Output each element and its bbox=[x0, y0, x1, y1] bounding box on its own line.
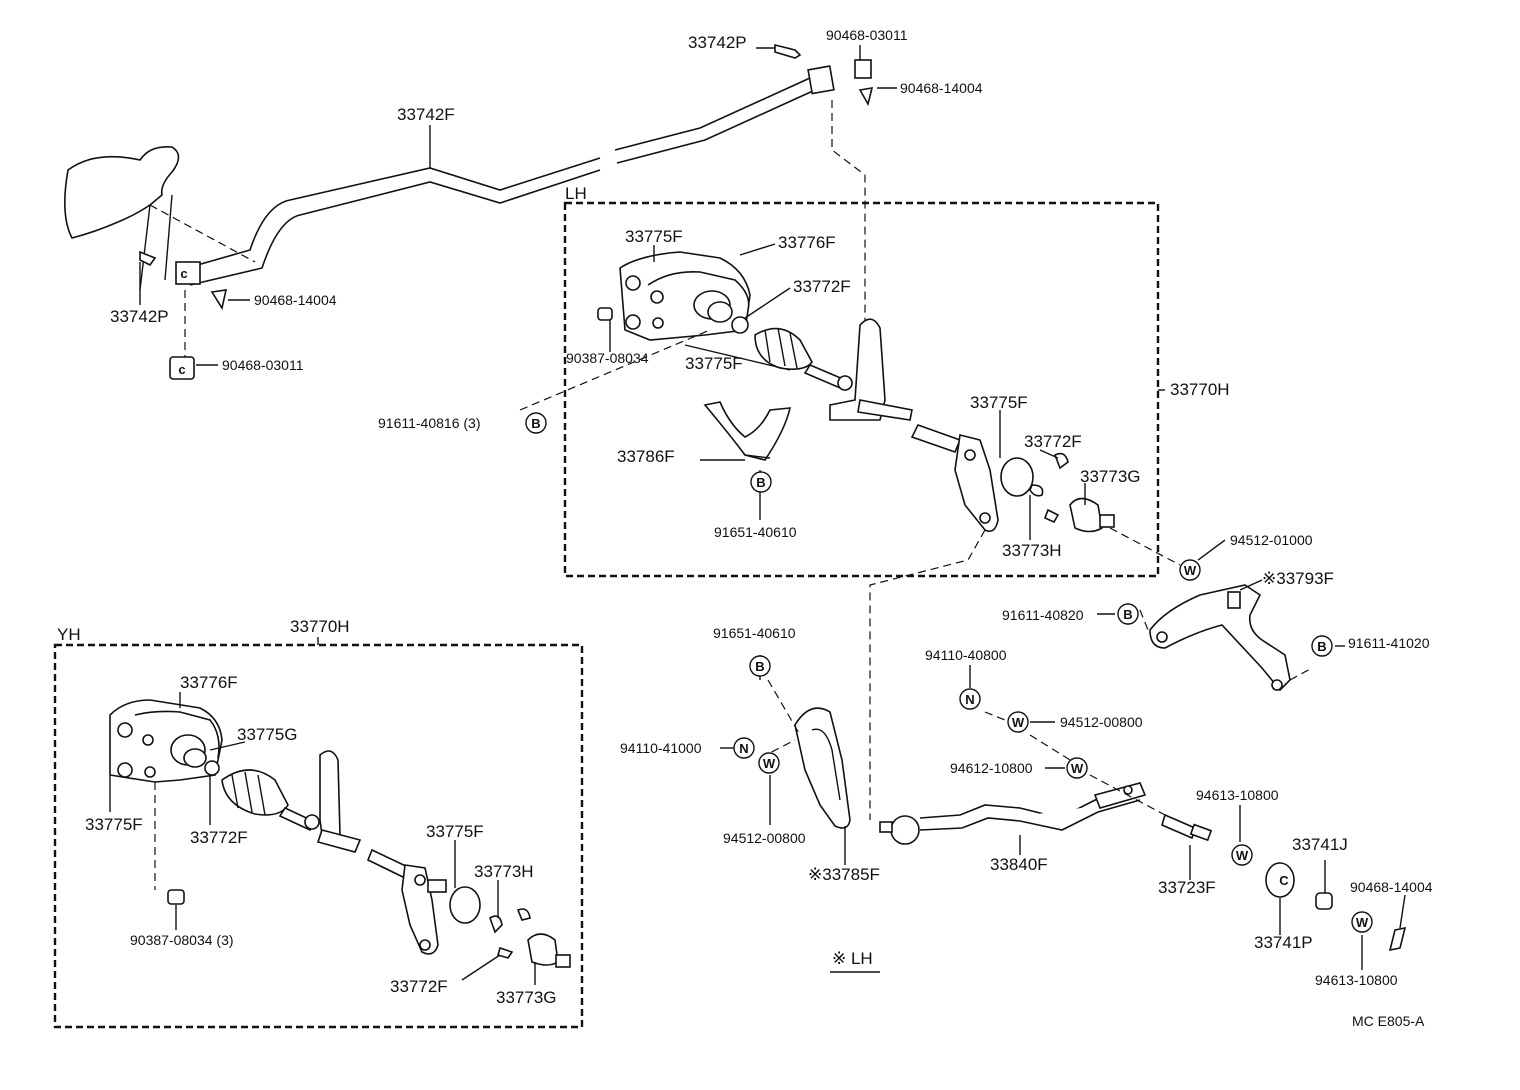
yh-parts bbox=[109, 699, 571, 968]
label-90468-14004-left: 90468-14004 bbox=[254, 292, 337, 308]
svg-text:W: W bbox=[1012, 715, 1025, 730]
callout-w-94613-10800-b: W bbox=[1351, 911, 1373, 933]
callout-b-91651-lh: B bbox=[750, 471, 772, 493]
label-94512-00800-m: 94512-00800 bbox=[723, 830, 806, 846]
label-90468-14004-r: 90468-14004 bbox=[1350, 879, 1433, 895]
label-91611-40820: 91611-40820 bbox=[1002, 607, 1084, 623]
label-yh-33773G: 33773G bbox=[496, 988, 557, 1007]
label-yh-33770H: 33770H bbox=[290, 617, 350, 636]
callout-n-94110-41000: N bbox=[733, 737, 755, 759]
label-33741P: 33741P bbox=[1254, 933, 1313, 952]
lh-leaders bbox=[519, 243, 1181, 820]
yh-leaders bbox=[109, 692, 536, 985]
label-33723F: 33723F bbox=[1158, 878, 1216, 897]
label-94110-40800: 94110-40800 bbox=[925, 647, 1007, 663]
label-lh-33775F-a: 33775F bbox=[625, 227, 683, 246]
callout-w-94612-10800: W bbox=[1066, 757, 1088, 779]
svg-text:B: B bbox=[531, 416, 540, 431]
svg-text:C: C bbox=[1279, 873, 1289, 888]
callout-n-94110-40800: N bbox=[959, 688, 981, 710]
callout-b-91611-40820: B bbox=[1117, 603, 1139, 625]
callout-b-91651-mid: B bbox=[749, 655, 771, 677]
callout-w-94512-01000: W bbox=[1179, 559, 1201, 581]
callout-b-91611-41020: B bbox=[1311, 635, 1333, 657]
label-94613-10800-a: 94613-10800 bbox=[1196, 787, 1279, 803]
top-small-parts: c bbox=[139, 43, 874, 380]
label-94110-41000: 94110-41000 bbox=[620, 740, 702, 756]
c-clip-glyph-2: c bbox=[178, 362, 185, 377]
svg-text:N: N bbox=[739, 741, 748, 756]
label-lh-33773G: 33773G bbox=[1080, 467, 1141, 486]
label-lh-33772F-a: 33772F bbox=[793, 277, 851, 296]
label-lh-33775F-b: 33775F bbox=[685, 354, 743, 373]
callout-w-94512-00800-m: W bbox=[758, 752, 780, 774]
right-leaders bbox=[720, 539, 1406, 970]
svg-text:W: W bbox=[1356, 915, 1369, 930]
callout-w-94613-10800-a: W bbox=[1231, 844, 1253, 866]
label-94612-10800: 94612-10800 bbox=[950, 760, 1033, 776]
label-33785F: ※33785F bbox=[808, 865, 880, 884]
callout-c-33741P: C bbox=[1279, 873, 1289, 888]
label-94512-01000: 94512-01000 bbox=[1230, 532, 1313, 548]
label-yh-33772F-a: 33772F bbox=[190, 828, 248, 847]
label-33742P-top: 33742P bbox=[688, 33, 747, 52]
label-91611-41020: 91611-41020 bbox=[1348, 635, 1430, 651]
lh-parts bbox=[597, 251, 1115, 533]
label-94512-00800-r: 94512-00800 bbox=[1060, 714, 1143, 730]
svg-text:W: W bbox=[1071, 761, 1084, 776]
yh-section-box bbox=[53, 643, 584, 1029]
lh-section-title: LH bbox=[565, 184, 587, 203]
label-lh-33775F-c: 33775F bbox=[970, 393, 1028, 412]
label-90468-03011-top: 90468-03011 bbox=[826, 27, 908, 43]
svg-text:N: N bbox=[965, 692, 974, 707]
doc-code: MC E805-A bbox=[1352, 1013, 1425, 1029]
label-33742F: 33742F bbox=[397, 105, 455, 124]
label-yh-33772F-b: 33772F bbox=[390, 977, 448, 996]
label-33742P-left: 33742P bbox=[110, 307, 169, 326]
label-yh-33773H: 33773H bbox=[474, 862, 534, 881]
svg-text:B: B bbox=[1123, 607, 1132, 622]
label-yh-33776F: 33776F bbox=[180, 673, 238, 692]
label-lh-33772F-b: 33772F bbox=[1024, 432, 1082, 451]
c-clip-glyph: c bbox=[180, 266, 187, 281]
callout-b-91611-40816: B bbox=[525, 412, 547, 434]
svg-text:W: W bbox=[1184, 563, 1197, 578]
label-94613-10800-b: 94613-10800 bbox=[1315, 972, 1398, 988]
label-91611-40816: 91611-40816 (3) bbox=[378, 415, 480, 431]
label-lh-33776F: 33776F bbox=[778, 233, 836, 252]
svg-text:W: W bbox=[1236, 848, 1249, 863]
label-lh-33786F: 33786F bbox=[617, 447, 675, 466]
label-33741J: 33741J bbox=[1292, 835, 1348, 854]
shift-rod-assembly: c bbox=[64, 65, 835, 291]
yh-section-title: YH bbox=[57, 625, 81, 644]
label-33770H-right: 33770H bbox=[1170, 380, 1230, 399]
label-lh-91651: 91651-40610 bbox=[714, 524, 797, 540]
label-yh-33775F-a: 33775F bbox=[85, 815, 143, 834]
svg-text:B: B bbox=[755, 659, 764, 674]
top-leaders bbox=[139, 45, 897, 366]
lh-note: ※ LH bbox=[832, 949, 873, 968]
label-lh-90387: 90387-08034 bbox=[566, 350, 649, 366]
label-yh-33775F-b: 33775F bbox=[426, 822, 484, 841]
label-91651-40610-mid: 91651-40610 bbox=[713, 625, 796, 641]
label-yh-33775G: 33775G bbox=[237, 725, 298, 744]
right-parts bbox=[794, 584, 1407, 952]
label-lh-33773H: 33773H bbox=[1002, 541, 1062, 560]
label-33840F: 33840F bbox=[990, 855, 1048, 874]
callout-w-94512-00800-r: W bbox=[1007, 711, 1029, 733]
label-yh-90387: 90387-08034 (3) bbox=[130, 932, 234, 948]
svg-text:W: W bbox=[763, 756, 776, 771]
svg-text:B: B bbox=[756, 475, 765, 490]
svg-text:B: B bbox=[1317, 639, 1326, 654]
label-90468-14004-top: 90468-14004 bbox=[900, 80, 983, 96]
label-33793F: ※33793F bbox=[1262, 569, 1334, 588]
label-90468-03011-left: 90468-03011 bbox=[222, 357, 304, 373]
